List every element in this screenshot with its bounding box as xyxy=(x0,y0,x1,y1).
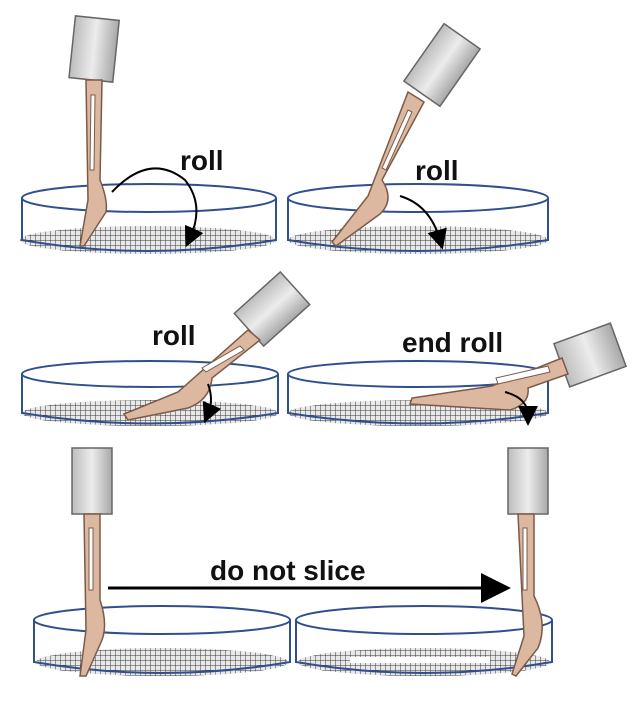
scalpel-icon xyxy=(122,270,311,421)
scalpel-icon xyxy=(71,447,113,677)
scalpel-icon xyxy=(408,322,628,411)
roll-label: roll xyxy=(152,320,196,351)
roll-label: roll xyxy=(180,145,224,176)
dish-rim xyxy=(287,183,549,213)
scalpel-icon xyxy=(507,447,549,677)
scalpel-icon xyxy=(68,15,121,247)
do-not-slice-label: do not slice xyxy=(210,555,366,586)
step-1-dish xyxy=(20,183,277,254)
dish-rim xyxy=(33,605,291,635)
curved-arrow-icon xyxy=(202,383,222,424)
step-2-dish xyxy=(287,183,549,254)
end-roll-label: end roll xyxy=(402,327,503,358)
tissue-layer xyxy=(288,226,548,254)
dish-rim xyxy=(21,183,277,213)
dish-rim xyxy=(295,605,553,635)
dish-rim xyxy=(21,360,279,388)
step-5-dish-right xyxy=(295,605,553,676)
slice-cut-line xyxy=(350,657,490,663)
tissue-layer xyxy=(36,648,288,676)
curved-arrow-icon xyxy=(504,391,538,426)
tissue-layer xyxy=(20,226,276,254)
step-5-dish-left xyxy=(33,605,291,676)
roll-label: roll xyxy=(415,155,459,186)
curved-arrow-icon xyxy=(399,195,447,250)
scalpel-icon xyxy=(331,22,482,247)
curved-arrow-icon xyxy=(111,167,204,248)
